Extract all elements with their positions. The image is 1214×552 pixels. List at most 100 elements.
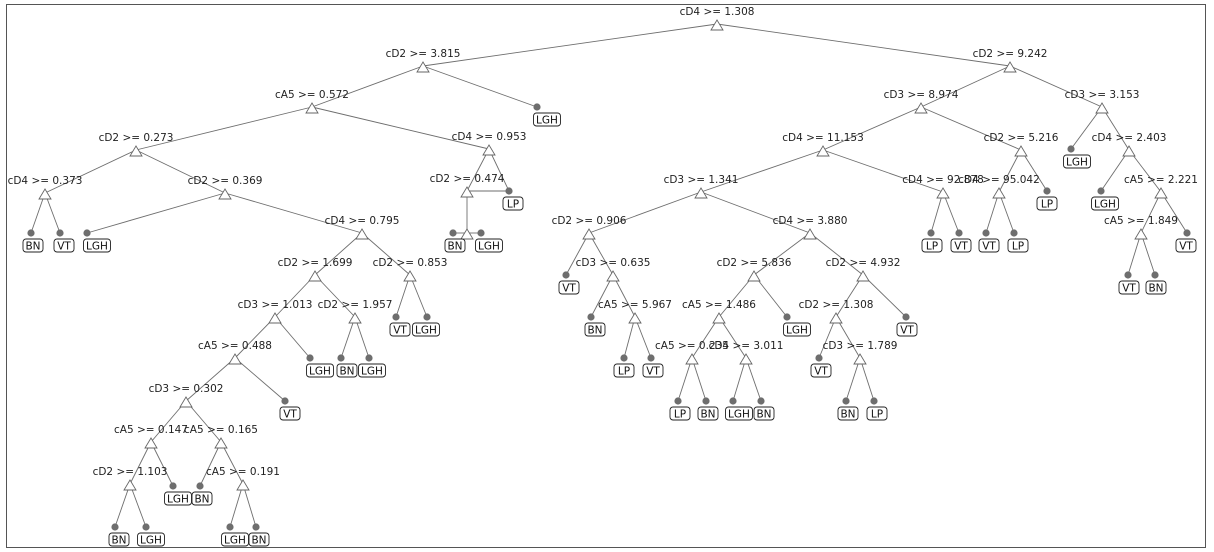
leaf-class-label: BN [25,241,40,253]
tree-edge [920,65,1011,108]
leaf-class-box [1118,280,1140,295]
leaf-class-box [921,238,943,253]
tree-edge [311,106,490,150]
tree-edge [845,357,861,402]
tree-edge [314,274,356,318]
tree-edge [942,191,960,234]
tree-edge [732,357,747,402]
tree-edge [234,357,286,402]
leaf-dot [1097,187,1105,195]
tree-edge [1128,149,1162,193]
leaf-class-label: VT [646,366,660,378]
tree-edge [114,483,131,528]
tree-edge [612,274,636,318]
tree-edge [985,191,1000,234]
split-node-marker [694,187,708,199]
tree-edge [835,316,861,359]
tree-edge [395,274,411,318]
tree-edge [129,441,152,485]
leaf-class-box [753,406,775,421]
tree-edge [422,65,538,108]
split-node-marker [348,312,362,324]
tree-edge [691,316,720,359]
tree-edge [590,274,614,318]
tree-edge [150,441,174,487]
leaf-class-label: VT [283,409,297,421]
leaf-class-label: BN [700,409,715,421]
leaf-class-label: BN [1148,283,1163,295]
tree-edge [30,192,46,234]
leaf-class-box [53,238,75,253]
tree-edge [677,357,693,402]
tree-edge [44,149,137,194]
leaf-dot [1067,145,1075,153]
leaf-class-label: BN [447,241,462,253]
split-node-marker [228,353,242,365]
tree-edge [998,191,1015,234]
split-condition-label: cD4 >= 0.795 [325,215,400,227]
split-condition-label: cD3 >= 3.153 [1065,89,1140,101]
leaf-class-box [725,406,753,421]
leaf-class-label: VT [393,325,407,337]
tree-edge [220,441,244,485]
leaf-dot [365,354,373,362]
tree-edge [859,357,875,402]
leaf-class-label: LP [1012,241,1024,253]
split-node-marker [268,312,282,324]
split-condition-label: cD2 >= 3.815 [386,48,461,60]
leaf-dot [477,229,485,237]
leaf-dot [142,523,150,531]
leaf-dot [729,397,737,405]
split-condition-label: cA5 >= 0.235 [655,340,729,352]
leaf-dot [423,313,431,321]
leaf-class-box [558,280,580,295]
leaf-class-box [1036,196,1058,211]
leaf-class-label: LGH [536,115,558,127]
leaf-class-box [306,363,334,378]
leaf-dot [533,103,541,111]
split-condition-label: cD2 >= 0.853 [373,257,448,269]
tree-edge [1127,232,1142,276]
leaf-dot [702,397,710,405]
leaf-class-label: LGH [1094,199,1116,211]
leaf-dot [842,397,850,405]
tree-edge [422,23,718,67]
tree-edge [361,232,411,276]
leaf-dot [757,397,765,405]
leaf-class-label: LGH [86,241,108,253]
split-node-marker [1154,187,1168,199]
leaf-dot [169,482,177,490]
split-node-marker [1014,145,1028,157]
split-condition-label: cD2 >= 0.369 [188,175,263,187]
tree-edge [588,191,702,234]
split-condition-label: cA5 >= 2.221 [1124,174,1198,186]
tree-edge [745,357,762,402]
leaf-dot [1183,229,1191,237]
split-node-marker [853,353,867,365]
split-node-marker [1003,61,1017,73]
tree-edge [930,191,944,234]
leaf-class-box [810,363,832,378]
split-condition-label: cD2 >= 1.699 [278,257,353,269]
leaf-class-box [164,491,192,506]
leaf-class-label: LGH [224,535,246,547]
leaf-dot [783,313,791,321]
leaf-class-box [533,112,561,127]
split-node-marker [747,270,761,282]
tree-edge [185,400,222,443]
leaf-class-box [279,406,301,421]
tree-edge [311,65,424,108]
leaf-dot [1124,271,1132,279]
split-node-marker [214,437,228,449]
leaf-class-box [389,322,411,337]
tree-edge [354,316,370,359]
leaf-class-box [444,238,466,253]
leaf-dot [927,229,935,237]
split-condition-label: cA5 >= 0.488 [198,340,272,352]
leaf-class-box [783,322,811,337]
leaf-dot [647,354,655,362]
leaf-class-box [866,406,888,421]
leaf-class-box [248,532,270,547]
tree-edge [565,232,590,276]
